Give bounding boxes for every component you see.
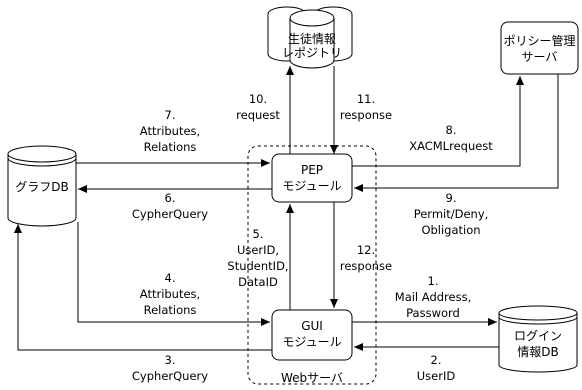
label-2: 2. UserID [417,353,456,383]
svg-text:Attributes,: Attributes, [140,124,200,138]
edge-4-attributes-relations [77,222,270,326]
edge-9-permit-deny [354,74,559,192]
svg-text:DataID: DataID [238,275,278,289]
svg-text:11.: 11. [357,92,375,106]
svg-text:5.: 5. [253,227,264,241]
label-8: 8. XACMLrequest [409,123,493,153]
graph-db-label: グラフDB [15,180,68,194]
svg-text:3.: 3. [165,353,176,367]
svg-text:CypherQuery: CypherQuery [132,369,208,383]
svg-text:Mail Address,: Mail Address, [395,290,471,304]
svg-text:UserID,: UserID, [237,243,279,257]
web-server-label: Webサーバ [281,371,343,385]
svg-text:Obligation: Obligation [421,223,480,237]
svg-text:Relations: Relations [144,303,197,317]
label-1: 1. Mail Address, Password [395,274,471,320]
repository-label-line1: 生徒情報 [288,32,336,46]
pep-label-line1: PEP [301,163,323,177]
policy-server-label-line2: サーバ [522,50,558,64]
svg-text:12.: 12. [357,243,375,257]
label-9: 9. Permit/Deny, Obligation [414,191,489,237]
svg-text:10.: 10. [249,92,267,106]
login-info-db: ログイン 情報DB [498,305,578,373]
label-4: 4. Attributes, Relations [140,271,200,317]
student-info-repository: 生徒情報 レポジトリ [267,6,353,69]
svg-text:4.: 4. [165,271,176,285]
web-server-boundary [247,145,377,385]
label-12: 12. response [340,243,392,273]
svg-text:8.: 8. [446,123,457,137]
label-7: 7. Attributes, Relations [140,108,200,154]
edge-3-cypher-query [14,224,272,351]
svg-text:XACMLrequest: XACMLrequest [409,139,493,153]
label-3: 3. CypherQuery [132,353,208,383]
label-6: 6. CypherQuery [132,191,208,221]
graph-db: グラフDB [7,145,77,227]
svg-text:Relations: Relations [144,140,197,154]
svg-text:UserID: UserID [417,369,456,383]
label-5: 5. UserID, StudentID, DataID [227,227,288,289]
svg-text:Attributes,: Attributes, [140,287,200,301]
svg-text:StudentID,: StudentID, [227,259,288,273]
repository-label-line2: レポジトリ [282,46,342,60]
gui-module: GUI モジュール [271,309,353,361]
svg-text:2.: 2. [431,353,442,367]
svg-text:request: request [236,108,280,122]
login-db-label-line1: ログイン [514,329,562,343]
pep-label-line2: モジュール [282,179,341,193]
gui-label-line2: モジュール [282,335,341,349]
edge-8-xacml-request [352,76,524,167]
svg-text:7.: 7. [165,108,176,122]
pep-module: PEP モジュール [271,153,353,203]
svg-text:Password: Password [406,306,460,320]
svg-text:response: response [340,259,392,273]
svg-text:CypherQuery: CypherQuery [132,207,208,221]
login-db-label-line2: 情報DB [517,345,558,359]
policy-server-label-line1: ポリシー管理 [503,33,575,48]
policy-management-server: ポリシー管理 サーバ [500,21,579,75]
svg-text:9.: 9. [446,191,457,205]
gui-label-line1: GUI [301,319,323,333]
label-11: 11. response [340,92,392,122]
svg-text:Permit/Deny,: Permit/Deny, [414,207,489,221]
svg-text:6.: 6. [165,191,176,205]
svg-text:1.: 1. [428,274,439,288]
label-10: 10. request [236,92,280,122]
svg-text:response: response [340,108,392,122]
